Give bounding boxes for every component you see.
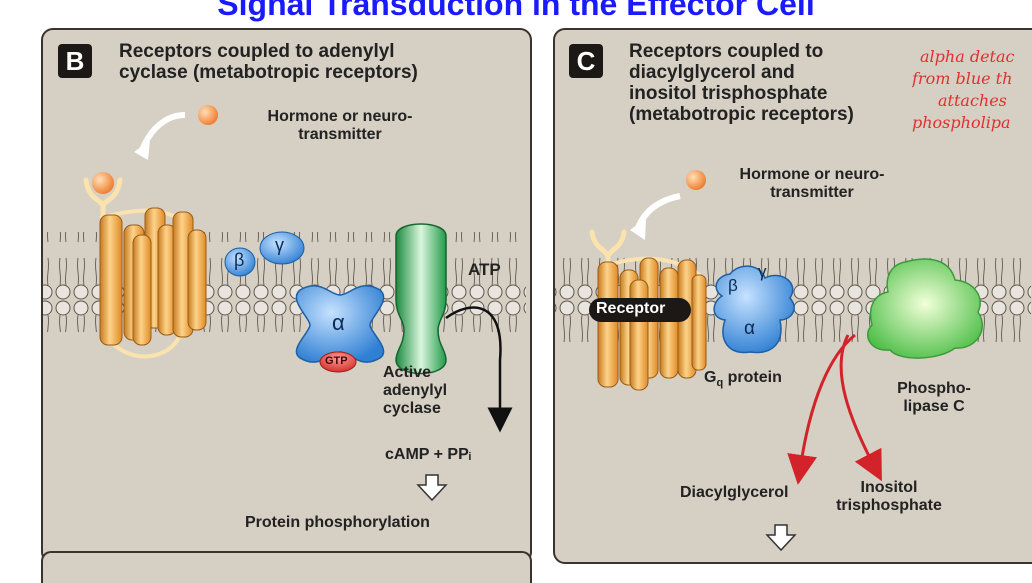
panel-b-gtp-label: GTP bbox=[325, 355, 348, 367]
panel-c-product-dag: Diacylglycerol bbox=[680, 484, 789, 501]
panel-b-gtp bbox=[319, 351, 357, 373]
panel-b-ligand-line1: Hormone or neuro- bbox=[267, 108, 413, 125]
panel-b-atp-label: ATP bbox=[468, 260, 501, 279]
panel-b-product: cAMP + PPᵢ bbox=[385, 446, 471, 463]
panel-b-beta-label: β bbox=[234, 250, 245, 270]
panel-c-gq-sub: q bbox=[716, 377, 724, 390]
panel-b-down-arrow bbox=[416, 474, 448, 502]
annotation-line4: phospholipa bbox=[912, 113, 1011, 132]
panel-c-receptor-label: Receptor bbox=[596, 300, 666, 317]
panel-c-enzyme-line1: Phospho- bbox=[897, 380, 971, 397]
panel-b-alpha-subunit bbox=[295, 284, 385, 373]
panel-b-heading-line2: cyclase (metabotropic receptors) bbox=[119, 62, 418, 83]
panel-c-ligand-label: Hormone or neuro- transmitter bbox=[712, 166, 912, 202]
annotation-line1: alpha detac bbox=[920, 47, 1015, 66]
panel-b-enzyme-label: Active adenylyl cyclase bbox=[383, 364, 447, 418]
panel-c-down-arrow bbox=[765, 524, 797, 552]
panel-b-gamma-label: γ bbox=[275, 235, 284, 255]
panel-c-enzyme-line2: lipase C bbox=[903, 398, 965, 415]
panel-b-atp-arrow bbox=[445, 306, 513, 433]
panel-c-beta-label: β bbox=[728, 276, 738, 295]
panel-c-gq-rest: protein bbox=[723, 369, 782, 386]
annotation-note: alpha detac from blue th attaches phosph… bbox=[912, 46, 1032, 134]
panel-c-arrow-dag bbox=[787, 333, 856, 485]
panel-c-letter: C bbox=[569, 44, 603, 78]
panel-c-heading-line2: diacylglycerol and bbox=[629, 62, 795, 83]
panel-c-enzyme-label: Phospho- lipase C bbox=[886, 380, 982, 416]
panel-c-heading: Receptors coupled to diacylglycerol and … bbox=[629, 41, 854, 125]
panel-c-ligand-line2: transmitter bbox=[770, 184, 854, 201]
panel-b-bound-ligand bbox=[92, 172, 114, 194]
panel-b-enzyme-line1: Active bbox=[383, 364, 432, 381]
annotation-line3: attaches bbox=[938, 91, 1007, 110]
panel-c-heading-line4: (metabotropic receptors) bbox=[629, 104, 854, 125]
annotation-line2: from blue th bbox=[912, 69, 1013, 88]
panel-c-gq-main: G bbox=[704, 369, 717, 386]
panel-b-hormone-ball bbox=[198, 105, 218, 125]
panel-b-enzyme-line3: cyclase bbox=[383, 400, 441, 417]
panel-b-ligand-label: Hormone or neuro- transmitter bbox=[240, 108, 440, 144]
panel-c-gamma-label: γ bbox=[758, 262, 767, 281]
panel-b-alpha-label: α bbox=[332, 310, 345, 335]
panel-b-heading-line1: Receptors coupled to adenylyl bbox=[119, 41, 395, 62]
panel-c-product-ip3: Inositol trisphosphate bbox=[834, 479, 944, 515]
panel-b-beta-gamma-subunits bbox=[224, 231, 305, 277]
slide-title: Signal Transduction in the Effector Cell bbox=[217, 0, 815, 22]
panel-c-alpha-label: α bbox=[744, 318, 755, 339]
panel-b-adenylyl-cyclase bbox=[395, 223, 447, 375]
panel-b-ligand-line2: transmitter bbox=[298, 126, 382, 143]
panel-c-ip3-line2: trisphosphate bbox=[836, 497, 942, 514]
panel-b-heading: Receptors coupled to adenylyl cyclase (m… bbox=[119, 41, 418, 83]
panel-c-arrow-ip3 bbox=[839, 334, 882, 482]
panel-c-phospholipase-c bbox=[867, 258, 983, 359]
panel-b-receptor bbox=[83, 172, 207, 359]
panel-c-receptor-pill bbox=[589, 298, 691, 322]
panel-c-receptor bbox=[589, 229, 707, 391]
panel-c-heading-line3: inositol trisphosphate bbox=[629, 83, 828, 104]
panel-c-gq-label: Gq protein bbox=[704, 369, 782, 392]
panel-b-outcome: Protein phosphorylation bbox=[245, 514, 430, 531]
panel-c-ligand-line1: Hormone or neuro- bbox=[739, 166, 885, 183]
panel-c-heading-line1: Receptors coupled to bbox=[629, 41, 824, 62]
panel-c-ip3-line1: Inositol bbox=[860, 479, 918, 496]
panel-c-gq-protein bbox=[713, 265, 795, 354]
panel-c-hormone-ball bbox=[686, 170, 706, 190]
panel-b-letter: B bbox=[58, 44, 92, 78]
panel-b-enzyme-line2: adenylyl bbox=[383, 382, 448, 399]
